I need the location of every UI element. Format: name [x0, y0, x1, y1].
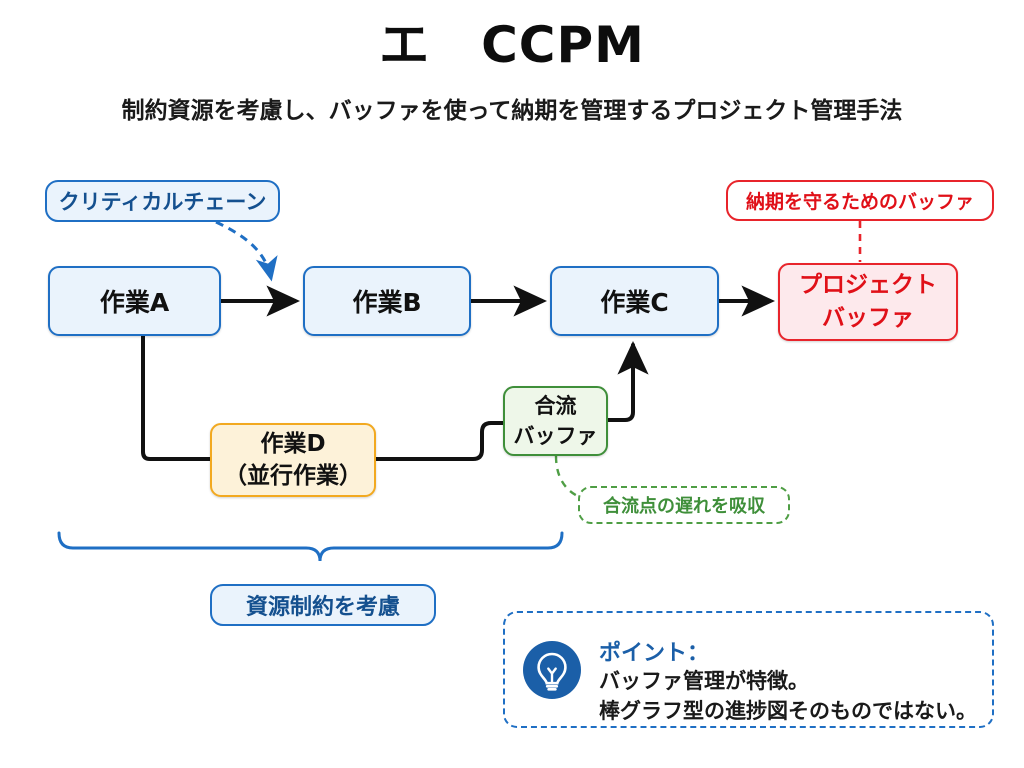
node-task-d-line1: 作業D [260, 431, 326, 457]
node-merge-buffer[interactable]: 合流 バッファ [503, 386, 608, 456]
merge-buffer-note-label: 合流点の遅れを吸収 [603, 496, 765, 517]
resource-constraint-brace [57, 531, 564, 562]
node-project-buffer-line1: プロジェクト [799, 272, 937, 298]
connector-merge-buffer-note [554, 455, 583, 500]
node-task-c[interactable]: 作業C [550, 266, 719, 336]
merge-buffer-note-callout[interactable]: 合流点の遅れを吸収 [578, 486, 790, 524]
project-buffer-note-callout[interactable]: 納期を守るためのバッファ [726, 180, 994, 221]
node-task-d-line2: （並行作業） [224, 463, 362, 489]
connector-merge-buffer-to-c [605, 341, 649, 422]
project-buffer-note-label: 納期を守るためのバッファ [745, 191, 974, 213]
critical-chain-label: クリティカルチェーン [58, 190, 267, 214]
point-line-1: バッファ管理が特徴。 [599, 669, 809, 693]
critical-chain-callout[interactable]: クリティカルチェーン [45, 180, 280, 222]
page-title: エ CCPM [379, 16, 645, 74]
point-line-2: 棒グラフ型の進捗図そのものではない。 [599, 699, 977, 723]
node-merge-buffer-line2: バッファ [513, 424, 598, 448]
node-merge-buffer-line1: 合流 [534, 394, 577, 418]
page-subtitle: 制約資源を考慮し、バッファを使って納期を管理するプロジェクト管理手法 [121, 98, 903, 124]
resource-constraint-callout[interactable]: 資源制約を考慮 [210, 584, 436, 626]
point-box: ポイント： バッファ管理が特徴。 棒グラフ型の進捗図そのものではない。 [503, 611, 994, 728]
node-project-buffer-line2: バッファ [822, 305, 914, 331]
node-project-buffer[interactable]: プロジェクト バッファ [778, 263, 958, 341]
connector-d-to-merge-buffer [373, 421, 507, 461]
connector-a-to-d [141, 334, 213, 461]
node-task-b-label: 作業B [352, 288, 422, 317]
resource-constraint-label: 資源制約を考慮 [245, 595, 400, 620]
connector-critical-chain-pointer [215, 220, 278, 282]
node-task-d[interactable]: 作業D （並行作業） [210, 423, 376, 497]
node-task-a[interactable]: 作業A [48, 266, 221, 336]
node-task-a-label: 作業A [99, 288, 170, 317]
node-task-b[interactable]: 作業B [303, 266, 471, 336]
node-task-c-label: 作業C [600, 288, 669, 317]
point-heading: ポイント： [599, 641, 710, 666]
lightbulb-icon [523, 641, 581, 699]
